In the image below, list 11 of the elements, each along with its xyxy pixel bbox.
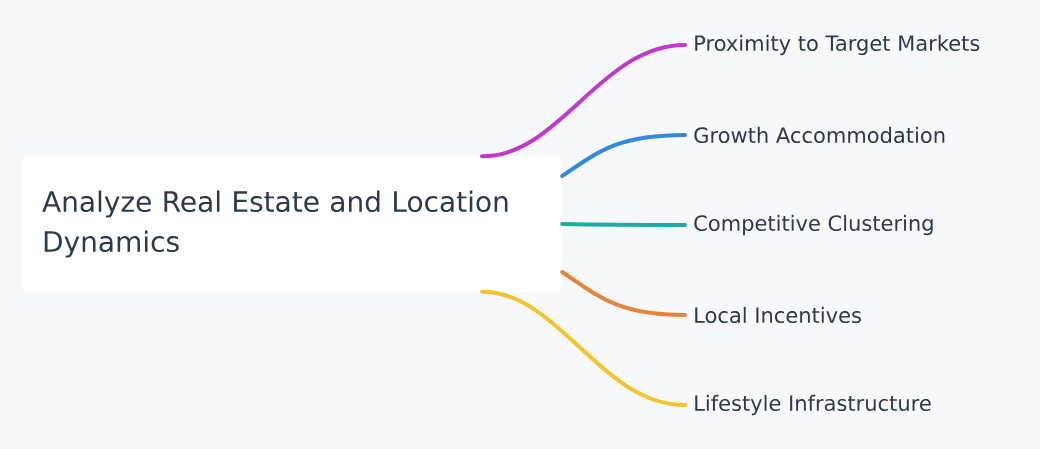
branch-label: Lifestyle Infrastructure bbox=[695, 394, 931, 416]
branch-label: Local Incentives bbox=[695, 306, 861, 324]
branch-label: Competitive Clustering bbox=[694, 214, 933, 236]
branch-label: Growth Accommodation bbox=[694, 126, 945, 144]
branch-line bbox=[480, 289, 687, 407]
topic-box: Analyze Real Estate and Location Dynamics bbox=[22, 156, 562, 292]
branch-line bbox=[560, 222, 687, 227]
branch-line bbox=[560, 270, 687, 317]
branch-line bbox=[560, 133, 687, 178]
branch-label: Proximity to Target Markets bbox=[695, 34, 980, 56]
branch-line bbox=[480, 43, 687, 159]
